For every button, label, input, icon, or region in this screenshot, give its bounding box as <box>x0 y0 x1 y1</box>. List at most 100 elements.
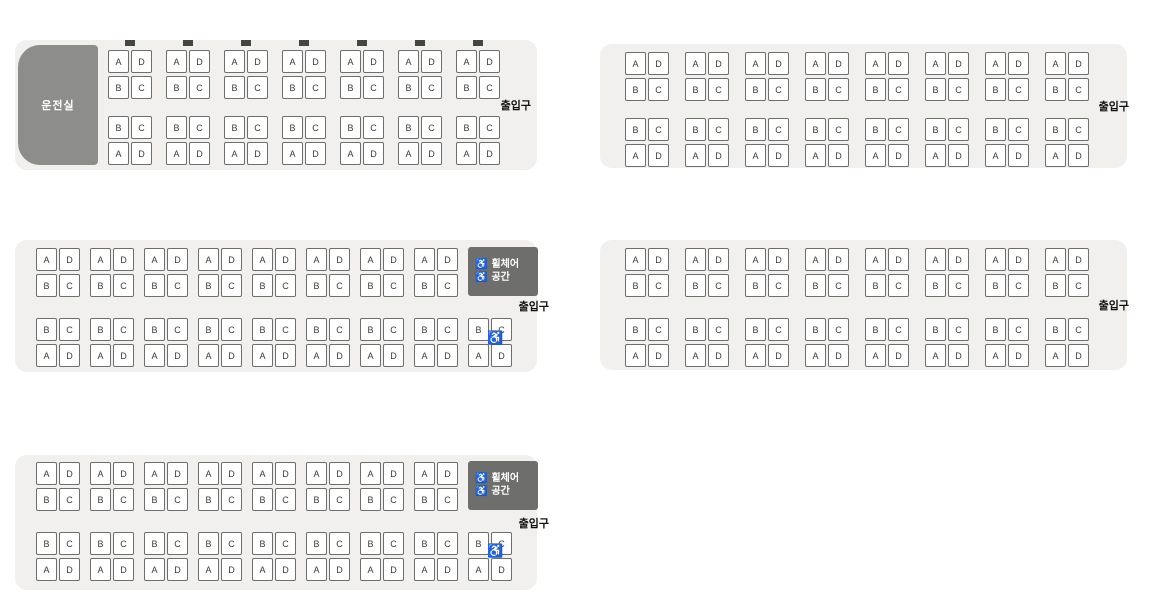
seat-B[interactable]: B <box>745 274 766 297</box>
seat-B[interactable]: B <box>198 318 219 341</box>
seat-A[interactable]: A <box>306 248 327 271</box>
seat-D[interactable]: D <box>275 558 296 581</box>
seat-C[interactable]: C <box>113 274 134 297</box>
seat-B[interactable]: B <box>306 274 327 297</box>
seat-A[interactable]: A <box>414 344 435 367</box>
seat-B[interactable]: B <box>456 116 477 139</box>
seat-B[interactable]: B <box>1045 274 1066 297</box>
seat-D[interactable]: D <box>1008 344 1029 367</box>
seat-D[interactable]: D <box>708 144 729 167</box>
seat-D[interactable]: D <box>167 462 188 485</box>
seat-A[interactable]: A <box>1045 344 1066 367</box>
seat-A[interactable]: A <box>745 344 766 367</box>
seat-D[interactable]: D <box>221 558 242 581</box>
seat-A[interactable]: A <box>625 344 646 367</box>
seat-C[interactable]: C <box>189 116 210 139</box>
seat-C[interactable]: C <box>383 532 404 555</box>
seat-A[interactable]: A <box>865 52 886 75</box>
seat-D[interactable]: D <box>948 344 969 367</box>
seat-D[interactable]: D <box>948 144 969 167</box>
seat-D[interactable]: D <box>383 462 404 485</box>
seat-D[interactable]: D <box>363 50 384 73</box>
seat-B[interactable]: B <box>340 76 361 99</box>
seat-B[interactable]: B <box>985 118 1006 141</box>
seat-C[interactable]: C <box>167 318 188 341</box>
seat-B[interactable]: B <box>685 78 706 101</box>
seat-C[interactable]: C <box>648 318 669 341</box>
seat-B[interactable]: B <box>805 78 826 101</box>
seat-A[interactable]: A <box>745 52 766 75</box>
seat-D[interactable]: D <box>828 144 849 167</box>
seat-D[interactable]: D <box>888 344 909 367</box>
seat-A[interactable]: A <box>360 558 381 581</box>
seat-D[interactable]: D <box>1008 144 1029 167</box>
seat-D[interactable]: D <box>59 558 80 581</box>
seat-A[interactable]: A <box>925 144 946 167</box>
seat-D[interactable]: D <box>491 344 512 367</box>
seat-D[interactable]: D <box>329 344 350 367</box>
seat-C[interactable]: C <box>768 118 789 141</box>
seat-C[interactable]: C <box>948 118 969 141</box>
seat-C[interactable]: C <box>648 78 669 101</box>
seat-A[interactable]: A <box>468 344 489 367</box>
seat-C[interactable]: C <box>113 318 134 341</box>
seat-D[interactable]: D <box>708 52 729 75</box>
seat-A[interactable]: A <box>925 344 946 367</box>
seat-B[interactable]: B <box>360 318 381 341</box>
seat-D[interactable]: D <box>1068 248 1089 271</box>
seat-B[interactable]: B <box>625 318 646 341</box>
seat-A[interactable]: A <box>685 144 706 167</box>
seat-D[interactable]: D <box>828 248 849 271</box>
seat-A[interactable]: A <box>252 558 273 581</box>
seat-A[interactable]: A <box>685 344 706 367</box>
seat-D[interactable]: D <box>113 248 134 271</box>
seat-A[interactable]: A <box>252 248 273 271</box>
seat-D[interactable]: D <box>437 462 458 485</box>
seat-A[interactable]: A <box>166 142 187 165</box>
seat-C[interactable]: C <box>305 76 326 99</box>
seat-D[interactable]: D <box>1068 344 1089 367</box>
seat-C[interactable]: C <box>221 274 242 297</box>
seat-B[interactable]: B <box>144 274 165 297</box>
seat-C[interactable]: C <box>247 76 268 99</box>
seat-C[interactable]: C <box>437 318 458 341</box>
seat-A[interactable]: A <box>398 142 419 165</box>
seat-B[interactable]: B <box>108 76 129 99</box>
seat-B[interactable]: B <box>90 274 111 297</box>
seat-D[interactable]: D <box>948 52 969 75</box>
seat-D[interactable]: D <box>113 558 134 581</box>
seat-C[interactable]: C <box>888 78 909 101</box>
seat-B[interactable]: B <box>985 318 1006 341</box>
seat-C[interactable]: C <box>59 318 80 341</box>
seat-A[interactable]: A <box>1045 144 1066 167</box>
seat-A[interactable]: A <box>805 144 826 167</box>
seat-C[interactable]: C <box>221 318 242 341</box>
seat-D[interactable]: D <box>275 462 296 485</box>
seat-A[interactable]: A <box>805 344 826 367</box>
seat-A[interactable]: A <box>36 462 57 485</box>
seat-B[interactable]: B <box>252 318 273 341</box>
seat-C[interactable]: C <box>708 318 729 341</box>
seat-A[interactable]: A <box>865 344 886 367</box>
seat-A[interactable]: A <box>685 52 706 75</box>
seat-C[interactable]: C <box>1008 118 1029 141</box>
seat-C[interactable]: C <box>329 488 350 511</box>
seat-B[interactable]: B <box>685 318 706 341</box>
seat-B[interactable]: B <box>144 488 165 511</box>
seat-A[interactable]: A <box>144 462 165 485</box>
seat-A[interactable]: A <box>865 248 886 271</box>
seat-C[interactable]: C <box>479 76 500 99</box>
seat-D[interactable]: D <box>383 248 404 271</box>
seat-B[interactable]: B <box>414 318 435 341</box>
seat-C[interactable]: C <box>329 532 350 555</box>
seat-A[interactable]: A <box>1045 52 1066 75</box>
seat-A[interactable]: A <box>745 248 766 271</box>
seat-A[interactable]: A <box>144 558 165 581</box>
seat-A[interactable]: A <box>198 248 219 271</box>
seat-A[interactable]: A <box>805 248 826 271</box>
seat-B[interactable]: B <box>805 118 826 141</box>
seat-A[interactable]: A <box>198 462 219 485</box>
seat-C[interactable]: C <box>768 318 789 341</box>
seat-A[interactable]: A <box>398 50 419 73</box>
seat-B[interactable]: B <box>340 116 361 139</box>
